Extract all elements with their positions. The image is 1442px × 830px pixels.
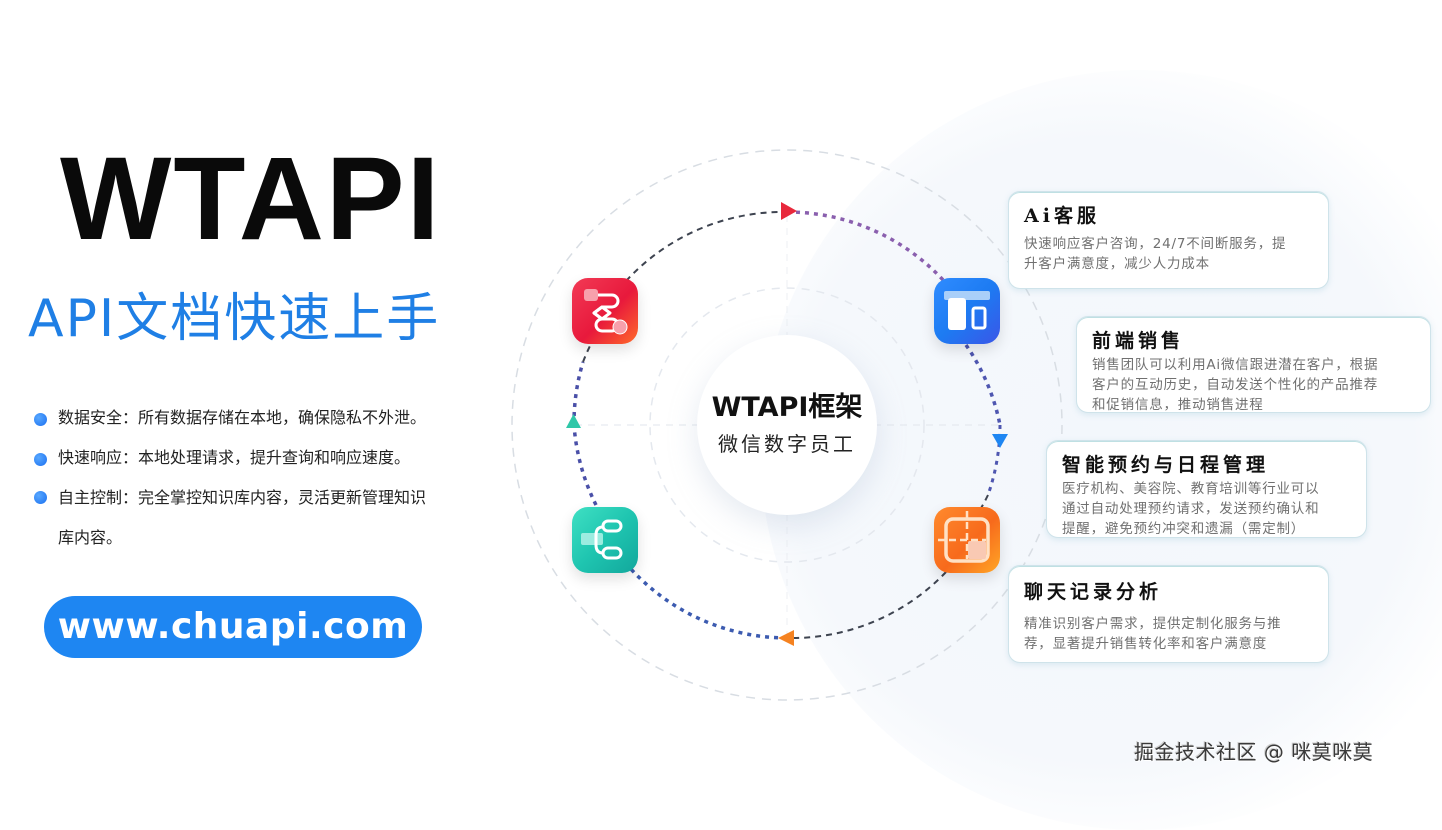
bullet-dot-icon xyxy=(34,453,47,466)
bullet-dot-icon xyxy=(34,491,47,504)
card-description: 销售团队可以利用Ai微信跟进潜在客户，根据 客户的互动历史，自动发送个性化的产品… xyxy=(1092,355,1414,415)
card-line: 医疗机构、美容院、教育培训等行业可以 xyxy=(1062,481,1320,497)
feature-item-data-security: 数据安全：所有数据存储在本地，确保隐私不外泄。 xyxy=(34,408,484,428)
card-line: 提醒，避免预约冲突和遗漏（需定制） xyxy=(1062,521,1306,537)
grid-frame-icon xyxy=(934,507,1000,573)
feature-text-continued: 库内容。 xyxy=(58,528,123,547)
feature-item-self-control: 自主控制：完全掌控知识库内容，灵活更新管理知识 库内容。 xyxy=(34,478,484,558)
website-link-button[interactable]: www.chuapi.com xyxy=(44,596,422,658)
card-title: 前端销售 xyxy=(1092,330,1185,352)
card-frontend-sales: 前端销售 销售团队可以利用Ai微信跟进潜在客户，根据 客户的互动历史，自动发送个… xyxy=(1076,316,1431,413)
hero-subtitle: API文档快速上手 xyxy=(28,289,441,349)
arrow-bottom xyxy=(778,630,794,646)
card-title: Ai客服 xyxy=(1024,205,1100,227)
card-line: 升客户满意度，减少人力成本 xyxy=(1024,256,1210,272)
arrow-right xyxy=(992,434,1008,448)
card-chat-analysis: 聊天记录分析 精准识别客户需求，提供定制化服务与推 荐，显著提升销售转化率和客户… xyxy=(1008,565,1329,663)
card-line: 客户的互动历史，自动发送个性化的产品推荐 xyxy=(1092,377,1378,393)
card-line: 精准识别客户需求，提供定制化服务与推 xyxy=(1024,616,1282,632)
card-line: 和促销信息，推动销售进程 xyxy=(1092,397,1264,413)
watermark: 掘金技术社区 @ 咪莫咪莫 xyxy=(1134,740,1374,764)
card-line: 快速响应客户咨询，24/7不间断服务，提 xyxy=(1024,236,1287,252)
hero-title: WTAPI xyxy=(60,133,442,265)
bullet-dot-icon xyxy=(34,413,47,426)
feature-list: 数据安全：所有数据存储在本地，确保隐私不外泄。 快速响应：本地处理请求，提升查询… xyxy=(34,408,484,578)
card-line: 荐，显著提升销售转化率和客户满意度 xyxy=(1024,636,1268,652)
mind-map-icon xyxy=(572,507,638,573)
card-description: 精准识别客户需求，提供定制化服务与推 荐，显著提升销售转化率和客户满意度 xyxy=(1024,614,1312,654)
feature-text: 自主控制：完全掌控知识库内容，灵活更新管理知识 xyxy=(58,488,427,507)
feature-text: 快速响应：本地处理请求，提升查询和响应速度。 xyxy=(58,448,411,467)
feature-item-fast-response: 快速响应：本地处理请求，提升查询和响应速度。 xyxy=(34,448,484,468)
arrow-top xyxy=(781,202,797,220)
feature-text: 数据安全：所有数据存储在本地，确保隐私不外泄。 xyxy=(58,408,427,427)
center-subtitle: 微信数字员工 xyxy=(718,432,856,456)
card-title: 智能预约与日程管理 xyxy=(1062,454,1270,476)
card-line: 销售团队可以利用Ai微信跟进潜在客户，根据 xyxy=(1092,357,1379,373)
center-title: WTAPI框架 xyxy=(711,392,863,423)
card-description: 快速响应客户咨询，24/7不间断服务，提 升客户满意度，减少人力成本 xyxy=(1024,234,1312,274)
card-description: 医疗机构、美容院、教育培训等行业可以 通过自动处理预约请求，发送预约确认和 提醒… xyxy=(1062,479,1350,539)
card-line: 通过自动处理预约请求，发送预约确认和 xyxy=(1062,501,1320,517)
card-title: 聊天记录分析 xyxy=(1024,581,1163,603)
workflow-icon xyxy=(572,278,638,344)
card-smart-scheduling: 智能预约与日程管理 医疗机构、美容院、教育培训等行业可以 通过自动处理预约请求，… xyxy=(1046,440,1367,538)
layout-panel-icon xyxy=(934,278,1000,344)
card-ai-customer-service: Ai客服 快速响应客户咨询，24/7不间断服务，提 升客户满意度，减少人力成本 xyxy=(1008,191,1329,289)
center-hub: WTAPI框架 微信数字员工 xyxy=(697,335,877,515)
arrow-left xyxy=(566,414,581,428)
